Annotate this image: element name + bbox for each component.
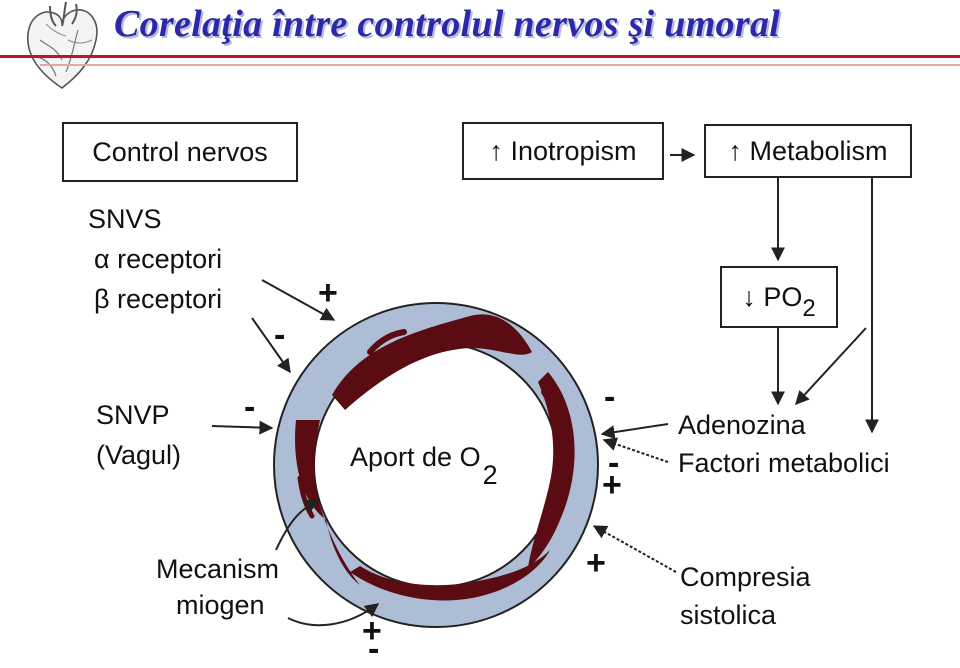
po2-label: ↓ PO <box>742 281 803 312</box>
muscle-band <box>295 420 360 585</box>
compresia-label: Compresia <box>680 562 811 592</box>
metabolism-box: ↑ Metabolism <box>704 124 912 178</box>
aport-text: Aport de O <box>350 442 481 472</box>
arrow-diag-to-adenozina <box>795 327 867 406</box>
po2-subscript: 2 <box>802 295 816 322</box>
miogen-plus-sign: + <box>362 612 382 650</box>
beta-minus-sign: - <box>274 316 286 354</box>
muscle-band <box>350 550 550 601</box>
adenozina-minus-sign: - <box>604 378 616 416</box>
muscle-band <box>332 314 532 410</box>
factori-minus-sign: - <box>608 444 620 482</box>
arrow-alpha-receptori <box>261 279 336 321</box>
factori-metabolici-label: Factori metabolici <box>678 448 890 478</box>
adenozina-label: Adenozina <box>678 410 806 440</box>
inotropism-box: ↑ Inotropism <box>462 122 664 180</box>
arrow-compresia <box>592 525 677 573</box>
muscle-band <box>528 372 575 568</box>
slide-title: Corelaţia între controlul nervos şi umor… <box>114 3 781 45</box>
control-nervos-box: Control nervos <box>62 122 298 182</box>
vagul-label: (Vagul) <box>96 440 182 470</box>
factori-plus-sign: + <box>602 466 622 504</box>
compresia-plus-sign: + <box>586 544 606 582</box>
miogen-minus-sign: - <box>368 630 380 668</box>
aport-subscript: 2 <box>482 460 498 490</box>
arrow-adenozina <box>600 423 669 440</box>
arrow-factori <box>602 437 669 463</box>
snvp-minus-sign: - <box>244 388 256 426</box>
alpha-plus-sign: + <box>318 274 338 312</box>
snvs-label: SNVS <box>88 204 162 234</box>
arrow-mecanism-miogen <box>275 499 380 627</box>
vessel-cross-section <box>273 302 599 628</box>
mecanism-label: Mecanism <box>156 554 280 584</box>
arrow-snvp <box>211 420 274 435</box>
snvp-label: SNVP <box>96 400 170 430</box>
sistolica-label: sistolica <box>680 600 777 630</box>
miogen-label: miogen <box>176 590 265 620</box>
heart-logo-icon <box>22 0 102 92</box>
alpha-receptori-label: α receptori <box>94 244 223 274</box>
arrow-beta-receptori <box>251 317 291 374</box>
aport-o2-label: Aport de O2 <box>350 442 498 489</box>
beta-receptori-label: β receptori <box>94 284 223 314</box>
title-rule <box>0 55 960 58</box>
title-rule-shadow <box>40 64 960 66</box>
